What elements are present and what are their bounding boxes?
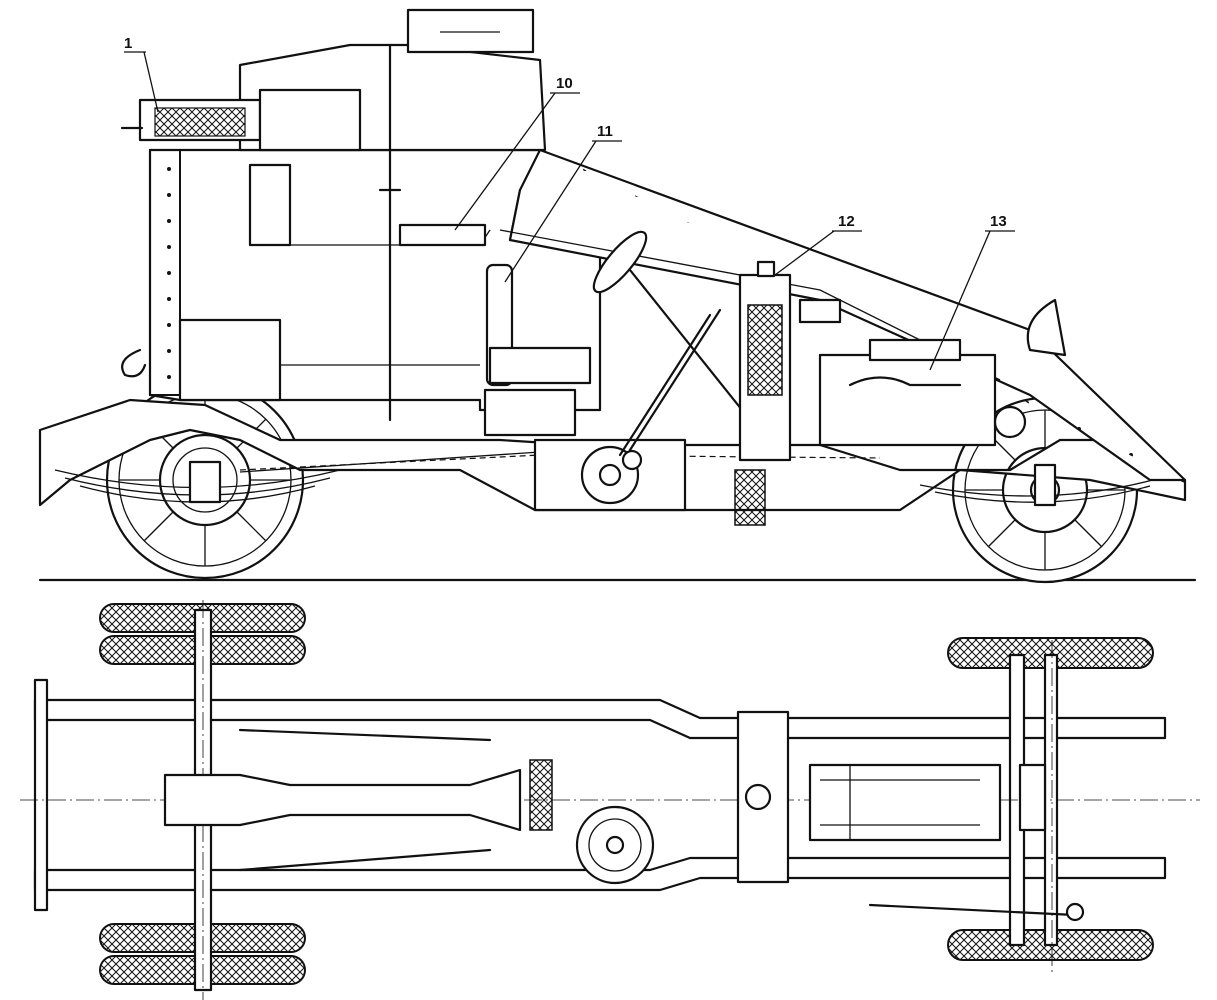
frame-rails bbox=[33, 698, 1167, 740]
callout-10-label: 10 bbox=[556, 75, 573, 92]
side-view bbox=[38, 8, 1197, 584]
front-armor-slope bbox=[508, 148, 1187, 482]
callout-1: 1 bbox=[124, 35, 159, 113]
steering-link-plan bbox=[868, 903, 1077, 917]
engine-plan bbox=[808, 763, 1047, 842]
callout-10: 10 bbox=[454, 75, 580, 231]
engine bbox=[798, 298, 1027, 447]
plan-view bbox=[20, 600, 1200, 1000]
callout-11: 11 bbox=[504, 123, 622, 283]
callout-13: 13 bbox=[929, 213, 1015, 371]
callout-13-label: 13 bbox=[990, 213, 1007, 230]
headlight bbox=[1026, 298, 1067, 357]
gunner-seat bbox=[398, 223, 487, 247]
callout-1-label: 1 bbox=[124, 35, 132, 52]
callout-12: 12 bbox=[774, 213, 862, 276]
flywheel-plan bbox=[575, 805, 655, 885]
turret-hatch bbox=[406, 8, 535, 54]
radiator bbox=[738, 260, 792, 462]
drive-shaft-plan bbox=[163, 768, 522, 832]
callout-11-label: 11 bbox=[597, 123, 613, 140]
callout-12-label: 12 bbox=[838, 213, 855, 230]
machine-gun bbox=[120, 88, 491, 247]
steering-assembly bbox=[592, 230, 752, 471]
tow-hook bbox=[121, 348, 147, 378]
